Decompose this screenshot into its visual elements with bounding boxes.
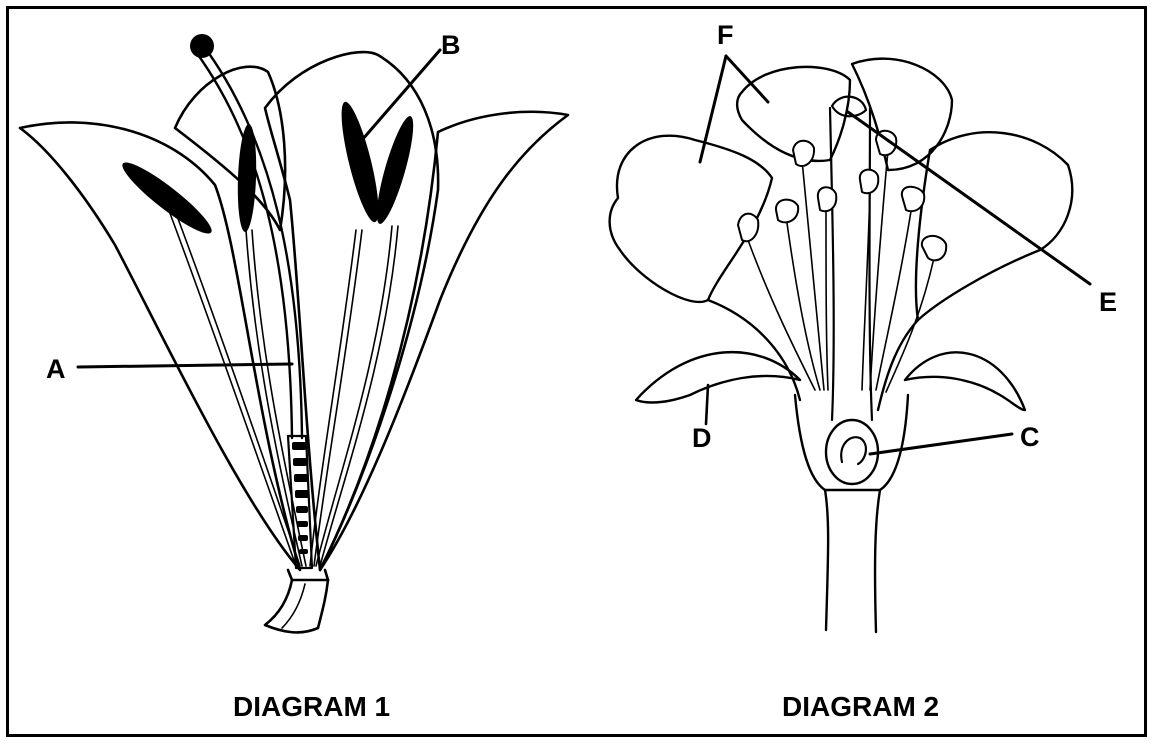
label-f: F — [717, 22, 734, 49]
left-sepal — [636, 352, 800, 402]
leader-line-f2 — [726, 56, 768, 102]
diagram-2-flower — [610, 56, 1090, 632]
anther — [370, 113, 420, 226]
receptacle — [795, 395, 908, 490]
anther — [116, 155, 218, 241]
flower-stalk — [825, 490, 880, 632]
caption-diagram-2: DIAGRAM 2 — [782, 693, 939, 721]
upper-right-petal — [852, 59, 952, 170]
label-c: C — [1020, 424, 1040, 451]
style — [830, 108, 872, 420]
leader-line-a — [78, 364, 292, 367]
style — [196, 52, 292, 438]
label-e: E — [1099, 289, 1117, 316]
receptacle — [288, 570, 328, 580]
diagram-1-flower — [20, 34, 568, 632]
label-a: A — [46, 356, 66, 383]
right-sepal — [905, 352, 1025, 410]
caption-diagram-1: DIAGRAM 1 — [233, 693, 390, 721]
leader-line-d — [706, 385, 708, 424]
label-b: B — [441, 32, 461, 59]
stamens — [748, 150, 934, 392]
ovary — [826, 420, 878, 484]
leader-line-f1 — [700, 56, 726, 162]
right-petal — [916, 132, 1072, 320]
label-d: D — [692, 425, 712, 452]
ovule — [841, 437, 866, 464]
leader-line-c — [870, 434, 1012, 454]
corolla-base — [708, 300, 800, 400]
stamen-anthers — [738, 131, 946, 261]
